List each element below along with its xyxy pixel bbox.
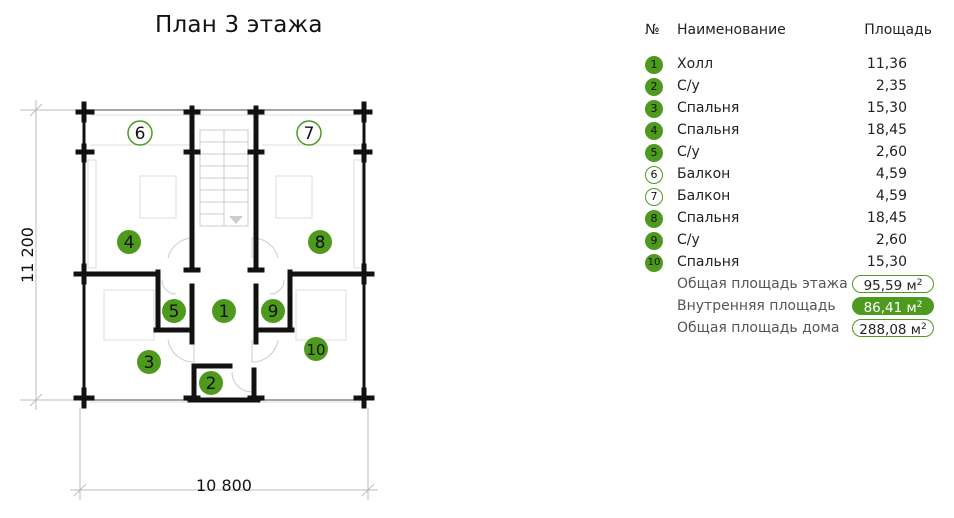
room-area: 2,60 [875,144,907,160]
svg-text:7: 7 [304,124,315,144]
table-row: 8 Спальня 18,45 [640,209,940,231]
room-number-badge: 2 [645,78,663,96]
table-row: 10 Спальня 15,30 [640,253,940,275]
room-name: Холл [677,56,714,72]
log-crossings [73,101,375,409]
table-row: 5 С/у 2,60 [640,143,940,165]
room-number-badge: 6 [645,166,663,184]
table-row: 4 Спальня 18,45 [640,121,940,143]
room-marker-8: 8 [308,230,332,254]
room-number-badge: 1 [645,56,663,74]
room-area: 11,36 [866,56,907,72]
header-area: Площадь [864,22,932,38]
room-name: Спальня [677,100,740,116]
table-row: 2 С/у 2,35 [640,77,940,99]
total-label: Внутренняя площадь [677,298,836,314]
total-value-pill: 95,59 м2 [852,275,934,294]
table-row: 1 Холл 11,36 [640,55,940,77]
room-marker-5: 5 [162,299,186,323]
room-area: 4,59 [875,188,907,204]
width-dimension-label: 10 800 [196,476,252,495]
room-number-badge: 5 [645,144,663,162]
header-num: № [645,22,660,38]
room-area: 4,59 [875,166,907,182]
room-number-badge: 8 [645,210,663,228]
room-name: С/у [677,78,700,94]
total-value: 95,59 м [863,278,917,294]
room-name: Спальня [677,254,740,270]
total-row-interior: Внутренняя площадь 86,41 м2 [640,297,940,319]
svg-text:9: 9 [268,302,279,322]
room-marker-7: 7 [296,120,322,146]
height-dimension-label: 11 200 [18,227,37,283]
total-row-floor: Общая площадь этажа 95,59 м2 [640,275,940,297]
stair-arrow [229,216,243,224]
page-title: План 3 этажа [155,12,323,38]
room-area: 15,30 [866,254,907,270]
room-name: С/у [677,232,700,248]
room-marker-6: 6 [127,120,153,146]
table-row: 3 Спальня 15,30 [640,99,940,121]
room-name: Балкон [677,188,731,204]
svg-text:6: 6 [135,124,146,144]
room-marker-2: 2 [199,371,223,395]
room-number-badge: 9 [645,232,663,250]
svg-text:4: 4 [124,233,135,253]
total-row-house: Общая площадь дома 288,08 м2 [640,319,940,341]
dimension-lines [20,100,378,500]
svg-text:1: 1 [219,302,230,322]
svg-text:2: 2 [206,374,217,394]
room-number-badge: 7 [645,188,663,206]
svg-text:10: 10 [306,341,325,359]
room-name: Спальня [677,210,740,226]
table-row: 7 Балкон 4,59 [640,187,940,209]
room-name: Спальня [677,122,740,138]
floor-plan: 10 800 11 200 [18,100,378,500]
svg-text:3: 3 [144,353,155,373]
room-name: С/у [677,144,700,160]
unit-superscript: 2 [916,278,923,288]
total-label: Общая площадь этажа [677,276,848,292]
room-marker-10: 10 [304,337,328,361]
room-area: 18,45 [866,210,907,226]
room-marker-4: 4 [117,230,141,254]
total-value: 86,41 м [863,300,917,316]
total-label: Общая площадь дома [677,320,840,336]
room-area: 2,35 [875,78,907,94]
room-marker-9: 9 [261,299,285,323]
table-row: 6 Балкон 4,59 [640,165,940,187]
svg-text:5: 5 [169,302,180,322]
staircase [199,129,249,227]
total-value-pill: 86,41 м2 [852,297,934,316]
unit-superscript: 2 [920,322,927,332]
room-area: 18,45 [866,122,907,138]
total-value: 288,08 м [859,322,921,338]
total-value-pill: 288,08 м2 [852,319,934,338]
header-name: Наименование [677,22,786,38]
svg-text:8: 8 [315,233,326,253]
room-marker-3: 3 [137,350,161,374]
room-number-badge: 3 [645,100,663,118]
room-area: 15,30 [866,100,907,116]
room-number-badge: 4 [645,122,663,140]
room-number-badge: 10 [645,254,663,272]
room-name: Балкон [677,166,731,182]
room-marker-1: 1 [212,299,236,323]
room-area: 2,60 [875,232,907,248]
table-row: 9 С/у 2,60 [640,231,940,253]
unit-superscript: 2 [916,300,923,310]
